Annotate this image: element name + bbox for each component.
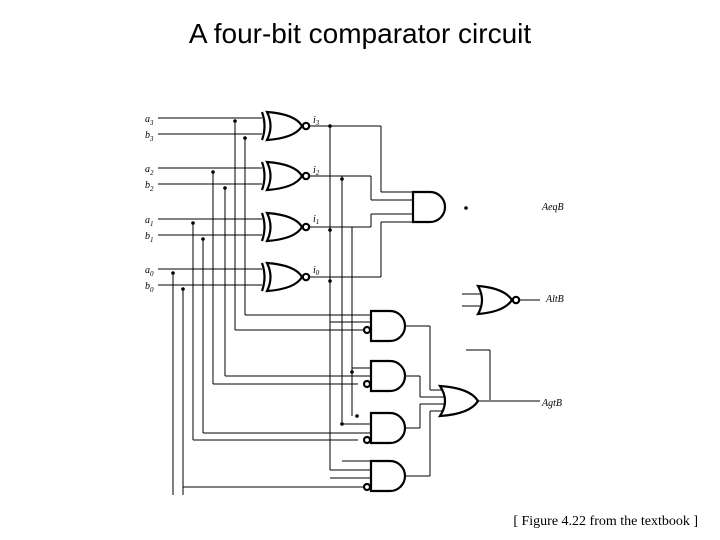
gt-wires <box>405 325 491 477</box>
xnor-gates <box>260 110 311 293</box>
output-label-altb: AltB <box>545 294 564 305</box>
input-drop-wires <box>172 122 370 495</box>
input-label-a1: a1 <box>145 215 154 228</box>
output-label-agtb: AgtB <box>541 398 562 409</box>
xnor-gate-3 <box>260 110 311 142</box>
and-gate-gt-3 <box>362 309 407 343</box>
page-title: A four-bit comparator circuit <box>188 18 532 49</box>
intermediate-label-i0: i0 <box>313 265 320 277</box>
input-label-b1: b1 <box>145 231 154 244</box>
and-gate-eq <box>411 190 447 224</box>
and-gate-gt-2 <box>362 359 407 393</box>
intermediate-label-i1: i1 <box>313 214 319 226</box>
input-wires <box>158 117 263 286</box>
and-gates-gt <box>183 309 407 493</box>
intermediate-label-i2: i2 <box>313 165 320 177</box>
figure-caption: [ Figure 4.22 from the textbook ] <box>513 514 698 529</box>
input-label-a3: a3 <box>145 114 154 127</box>
input-label-a0: a0 <box>145 265 154 278</box>
xnor-gate-1 <box>260 211 311 243</box>
or-gate-gt <box>437 384 540 418</box>
and-gate-gt-1 <box>362 411 407 445</box>
output-label-aeqb: AeqB <box>541 202 564 213</box>
xnor-gate-2 <box>260 160 311 192</box>
nor-gate-lt <box>462 284 540 316</box>
intermediate-wires <box>309 125 413 479</box>
and-gate-gt-0 <box>362 459 407 493</box>
input-label-b3: b3 <box>145 130 154 143</box>
intermediate-label-i3: i3 <box>313 115 320 127</box>
xnor-gate-0 <box>260 261 311 293</box>
junction-dots <box>171 119 468 426</box>
input-label-a2: a2 <box>145 164 154 177</box>
input-label-b2: b2 <box>145 180 154 193</box>
input-label-b0: b0 <box>145 281 154 294</box>
